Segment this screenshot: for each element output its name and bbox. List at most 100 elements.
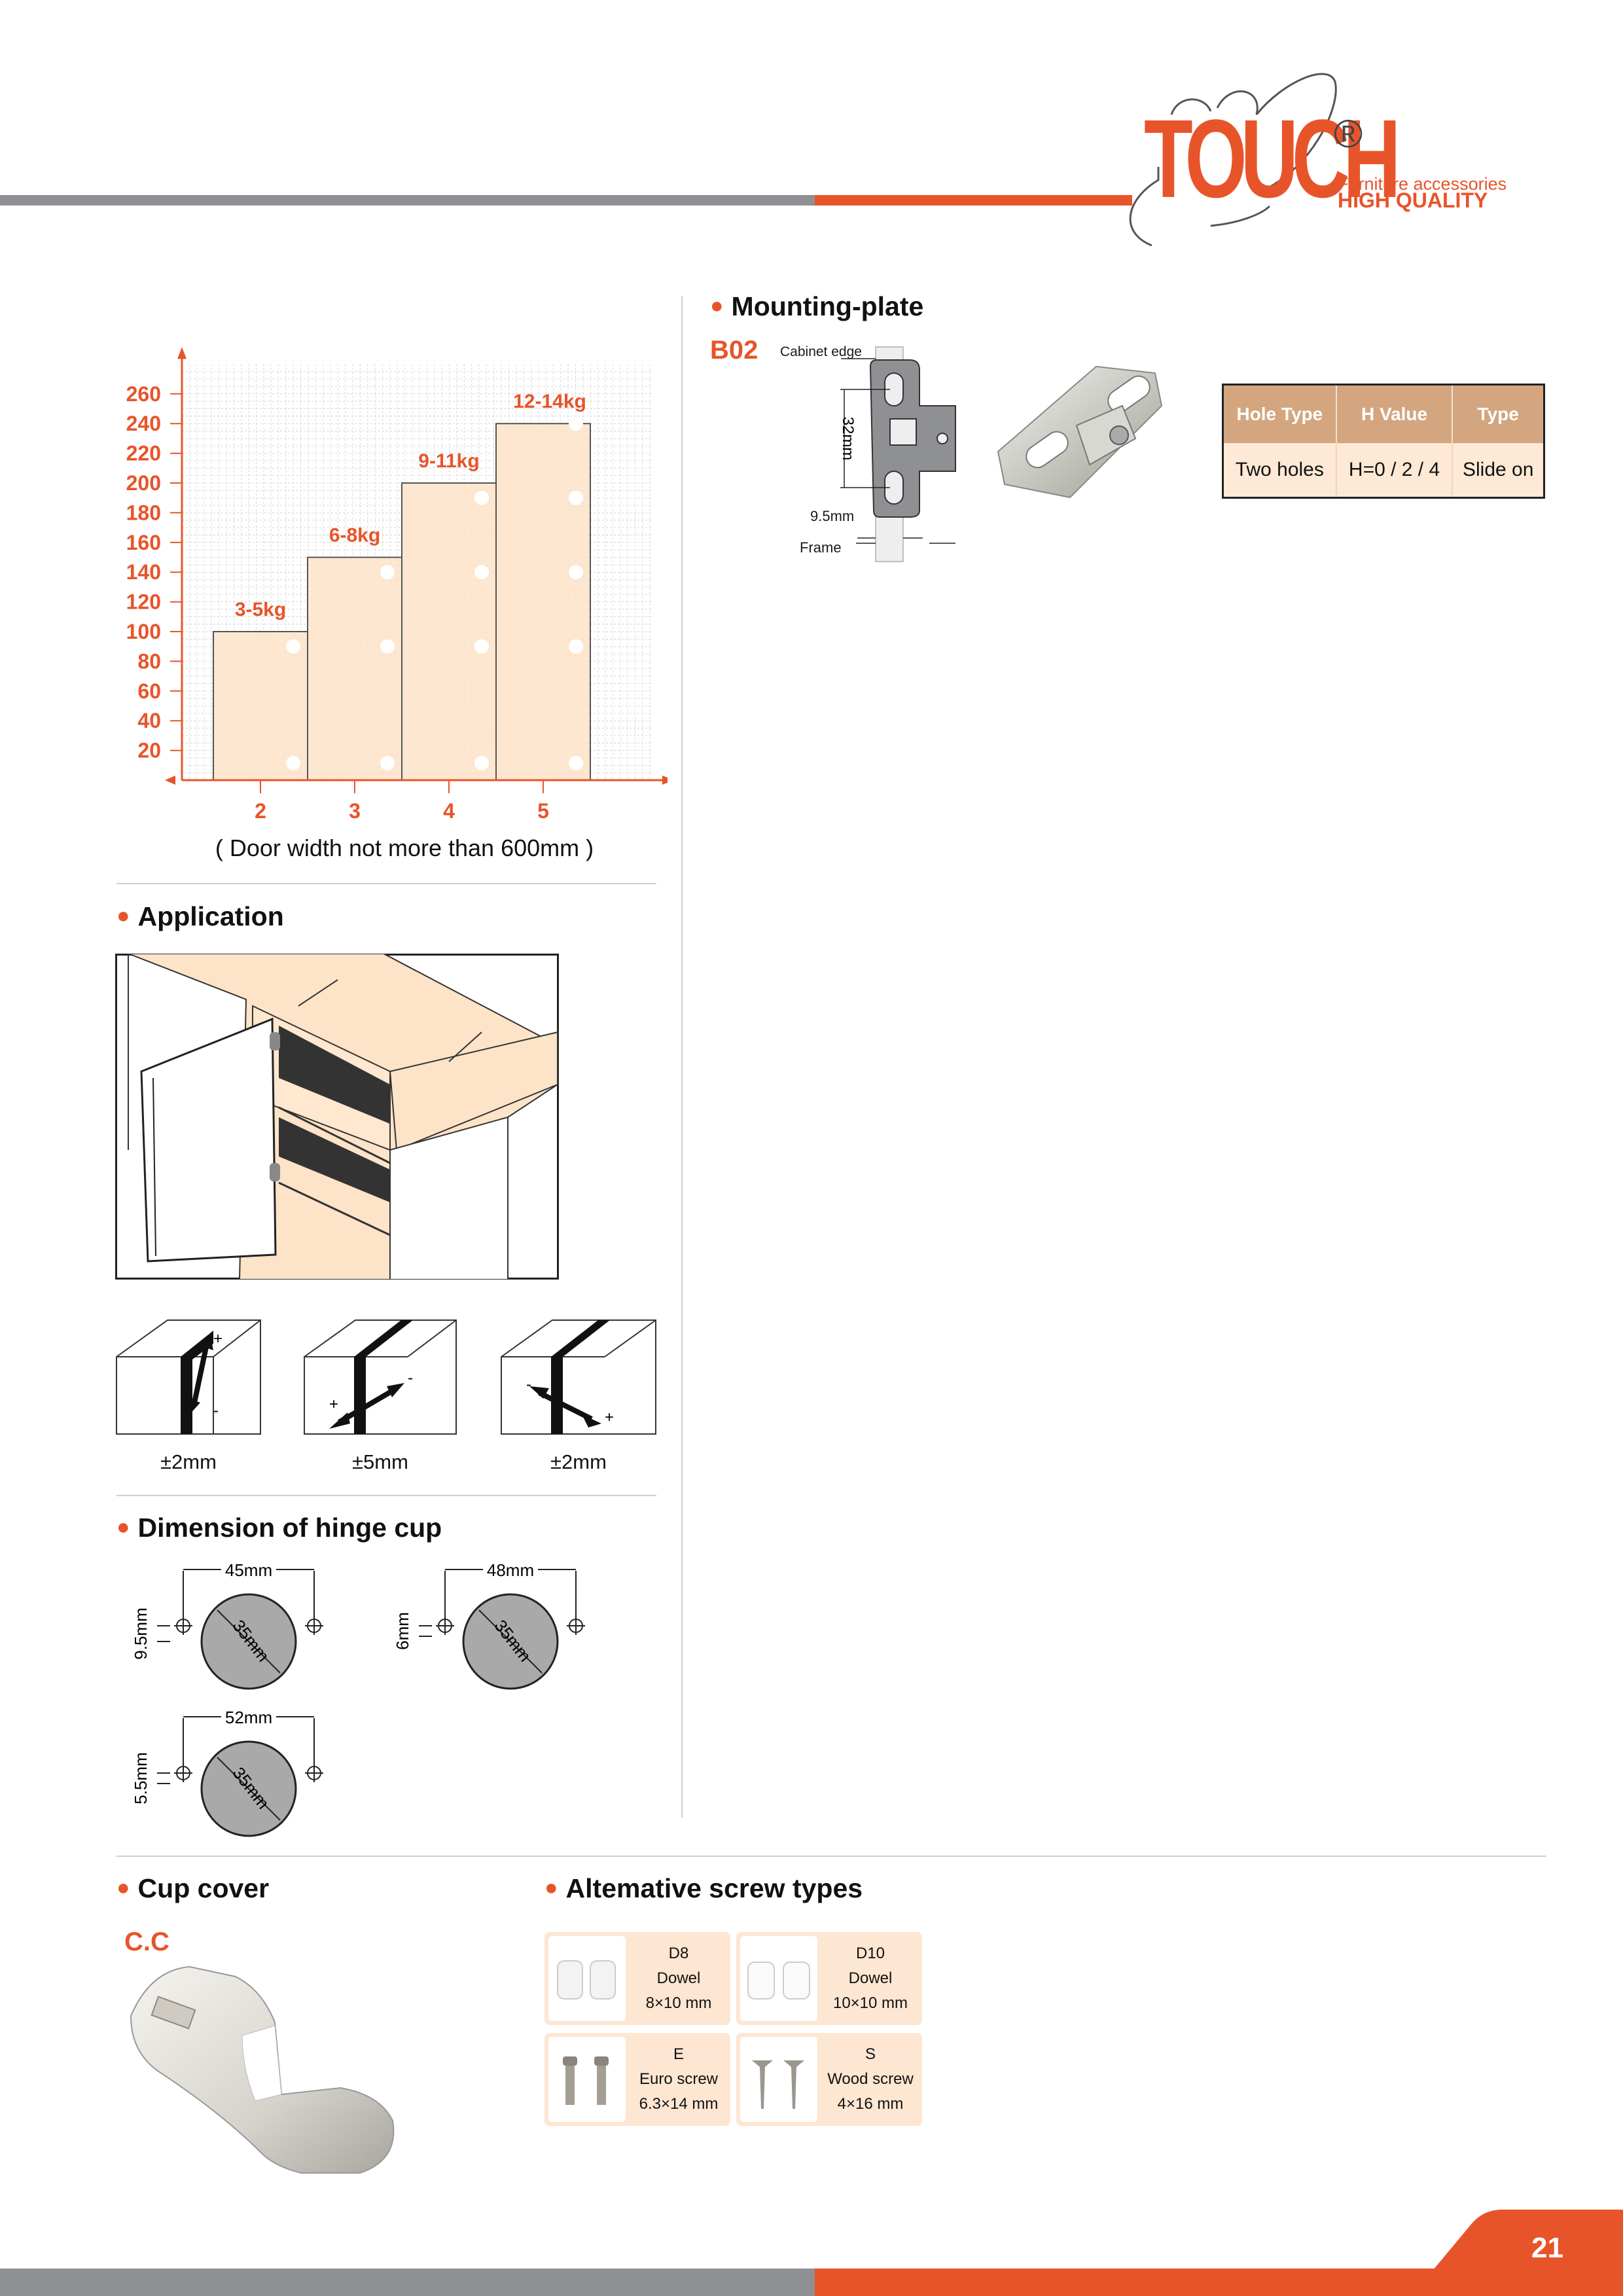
table-row: Two holes H=0 / 2 / 4 Slide on [1222,443,1544,498]
mounting-plate-drawing: 32mm [839,346,956,562]
screw-e-name: Euro screw [639,2070,719,2088]
hinge-cup-diagram-3: 52mm 35mm 5.5mm [131,1708,323,1837]
chart-bar-dot [569,565,583,580]
screw-s-size: 4×16 mm [837,2095,904,2113]
adjustment-height-icon: - + [501,1319,656,1435]
footer-bar-grey [0,2269,815,2296]
chart-y-tick-label: 60 [137,679,161,703]
mounting-plate-spec-table: Hole Type H Value Type Two holes H=0 / 2… [1222,384,1545,499]
table-header-hole-type: Hole Type [1222,384,1337,443]
chart-y-tick-label: 160 [126,531,161,554]
mounting-label-cabinet-edge: Cabinet edge [780,344,862,359]
screw-card-s: S Wood screw 4×16 mm [736,2033,922,2126]
chart-y-tick-label: 80 [137,649,161,673]
brand-logo-text: TOUCH [1144,97,1401,221]
brand-tagline-2: HIGH QUALITY [1338,188,1488,212]
chart-data-label: 9-11kg [418,450,479,472]
chart-y-tick-label: 180 [126,501,161,524]
chart-data-label: 3-5kg [235,599,286,620]
chart-bar [401,482,497,781]
chart-bar [213,631,308,781]
mounting-dim-32: 32mm [839,417,857,461]
chart-bar-dot [474,565,489,580]
header-bar-grey [0,195,815,206]
adjustment-depth-label: ±2mm [160,1450,217,1473]
chart-bar [495,423,591,781]
adj-3-plus-sign: + [605,1408,614,1426]
chart-y-tick-label: 200 [126,471,161,495]
footer-bar-orange [815,2269,1623,2296]
hinge-cup-diagram-2: 48mm 35mm 6mm [393,1560,585,1690]
chart-y-arrow [177,347,187,359]
table-header-h-value: H Value [1336,384,1454,443]
chart-y-tick-label: 240 [126,412,161,435]
left-divider-1 [116,883,656,884]
chart-y-tick-label: 100 [126,620,161,643]
chart-data-label: 12-14kg [513,391,586,412]
cup-3-width: 52mm [225,1708,272,1727]
adj-3-minus-sign: - [526,1376,531,1393]
cup-cover-title: ●Cup cover [116,1873,270,1903]
cabinet-application-illustration [115,954,559,1280]
chart-bar-dot [569,755,583,770]
mounting-label-frame: Frame [800,539,842,556]
adj-1-minus-sign: - [213,1402,219,1420]
chart-bar-dot [569,416,583,431]
adj-2-plus-sign: + [329,1395,338,1413]
table-cell-hole-type: Two holes [1222,443,1337,498]
chart-bar-dot [569,639,583,654]
chart-bar-dot [569,490,583,505]
table-cell-type: Slide on [1452,443,1544,498]
screw-s-name: Wood screw [827,2070,914,2088]
cup-3-offset: 5.5mm [131,1752,151,1804]
wood-screw-icon [740,2037,817,2122]
brand-tagline-1: Furniture accessories [1338,174,1507,194]
load-capacity-chart: 3-5kg26-8kg39-11kg412-14kg52040608010012… [126,347,668,823]
screw-card-e: E Euro screw 6.3×14 mm [544,2033,730,2126]
left-divider-2 [116,1495,656,1496]
chart-data-label: 6-8kg [329,525,380,547]
adj-2-minus-sign: - [408,1369,413,1387]
screw-s-code: S [865,2045,876,2063]
page-number: 21 [1531,2232,1563,2264]
mounting-plate-code: B02 [710,336,758,365]
footer-page-tab [1433,2210,1623,2270]
adjustment-depth-icon: + - [116,1319,261,1435]
table-cell-h-value: H=0 / 2 / 4 [1336,443,1454,498]
cup-2-width: 48mm [487,1560,534,1580]
screw-types-title: ●Altemative screw types [544,1873,863,1903]
chart-x-arrow [662,776,668,785]
chart-bar-dot [380,565,395,580]
chart-y-tick-label: 20 [137,739,161,762]
chart-bar-dot [286,755,300,770]
adj-1-plus-sign: + [213,1330,223,1348]
chart-bar-dot [286,639,300,654]
chart-x-axis-title: ( Door width not more than 600mm ) [215,834,594,861]
adjustment-height-label: ±2mm [550,1450,607,1473]
screw-d10-size: 10×10 mm [832,1994,908,2012]
screw-e-code: E [673,2045,684,2063]
chart-x-tick-label: 2 [255,799,266,823]
column-divider [681,296,683,1818]
table-header-type: Type [1452,384,1544,443]
mounting-plate-photo [997,365,1163,499]
screw-d8-size: 8×10 mm [645,1994,712,2012]
chart-x-tick-label: 5 [537,799,549,823]
chart-x-arrow-left [165,776,175,785]
chart-y-tick-label: 120 [126,590,161,614]
application-title: ●Application [116,901,284,931]
chart-bar-dot [474,490,489,505]
screw-e-size: 6.3×14 mm [639,2095,719,2113]
screw-d8-code: D8 [668,1945,689,1962]
chart-x-tick-label: 4 [443,799,455,823]
screw-d10-code: D10 [855,1945,885,1962]
chart-x-tick-label: 3 [349,799,361,823]
header-bar-orange [815,195,1132,206]
adjustment-side-icon: - + [304,1319,457,1435]
hinge-cup-title: ●Dimension of hinge cup [116,1513,442,1543]
mounting-label-9-5mm: 9.5mm [810,508,855,524]
table-header-row: Hole Type H Value Type [1222,384,1544,443]
brand-registered-mark: ® [1334,112,1363,156]
